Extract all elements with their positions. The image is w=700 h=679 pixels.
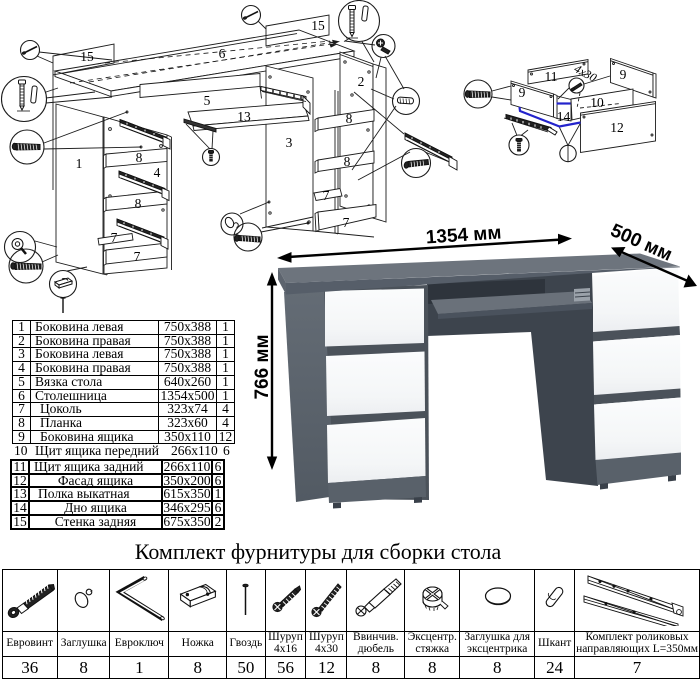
svg-text:12: 12 bbox=[610, 120, 624, 135]
svg-text:8: 8 bbox=[135, 196, 142, 211]
svg-text:11: 11 bbox=[545, 69, 558, 84]
svg-text:1354 мм: 1354 мм bbox=[425, 223, 502, 249]
svg-text:14: 14 bbox=[557, 109, 571, 124]
svg-text:4х30: 4х30 bbox=[572, 61, 599, 84]
svg-text:7: 7 bbox=[134, 249, 141, 264]
svg-text:5: 5 bbox=[204, 93, 211, 108]
svg-text:13: 13 bbox=[237, 109, 251, 124]
svg-text:15: 15 bbox=[80, 49, 94, 64]
svg-text:7: 7 bbox=[111, 230, 118, 245]
svg-text:8: 8 bbox=[344, 154, 351, 169]
svg-text:3: 3 bbox=[286, 135, 293, 150]
svg-text:9: 9 bbox=[620, 67, 627, 82]
svg-text:8: 8 bbox=[136, 150, 143, 165]
svg-text:766 мм: 766 мм bbox=[252, 334, 273, 399]
svg-text:10: 10 bbox=[590, 95, 604, 110]
svg-text:15: 15 bbox=[311, 18, 325, 33]
svg-text:8: 8 bbox=[346, 111, 353, 126]
svg-text:4: 4 bbox=[154, 165, 161, 180]
svg-text:2: 2 bbox=[358, 74, 365, 89]
svg-text:6: 6 bbox=[219, 46, 226, 61]
svg-text:7: 7 bbox=[343, 215, 350, 230]
svg-text:7: 7 bbox=[323, 188, 330, 203]
svg-text:1: 1 bbox=[76, 156, 83, 171]
svg-text:9: 9 bbox=[519, 85, 526, 100]
